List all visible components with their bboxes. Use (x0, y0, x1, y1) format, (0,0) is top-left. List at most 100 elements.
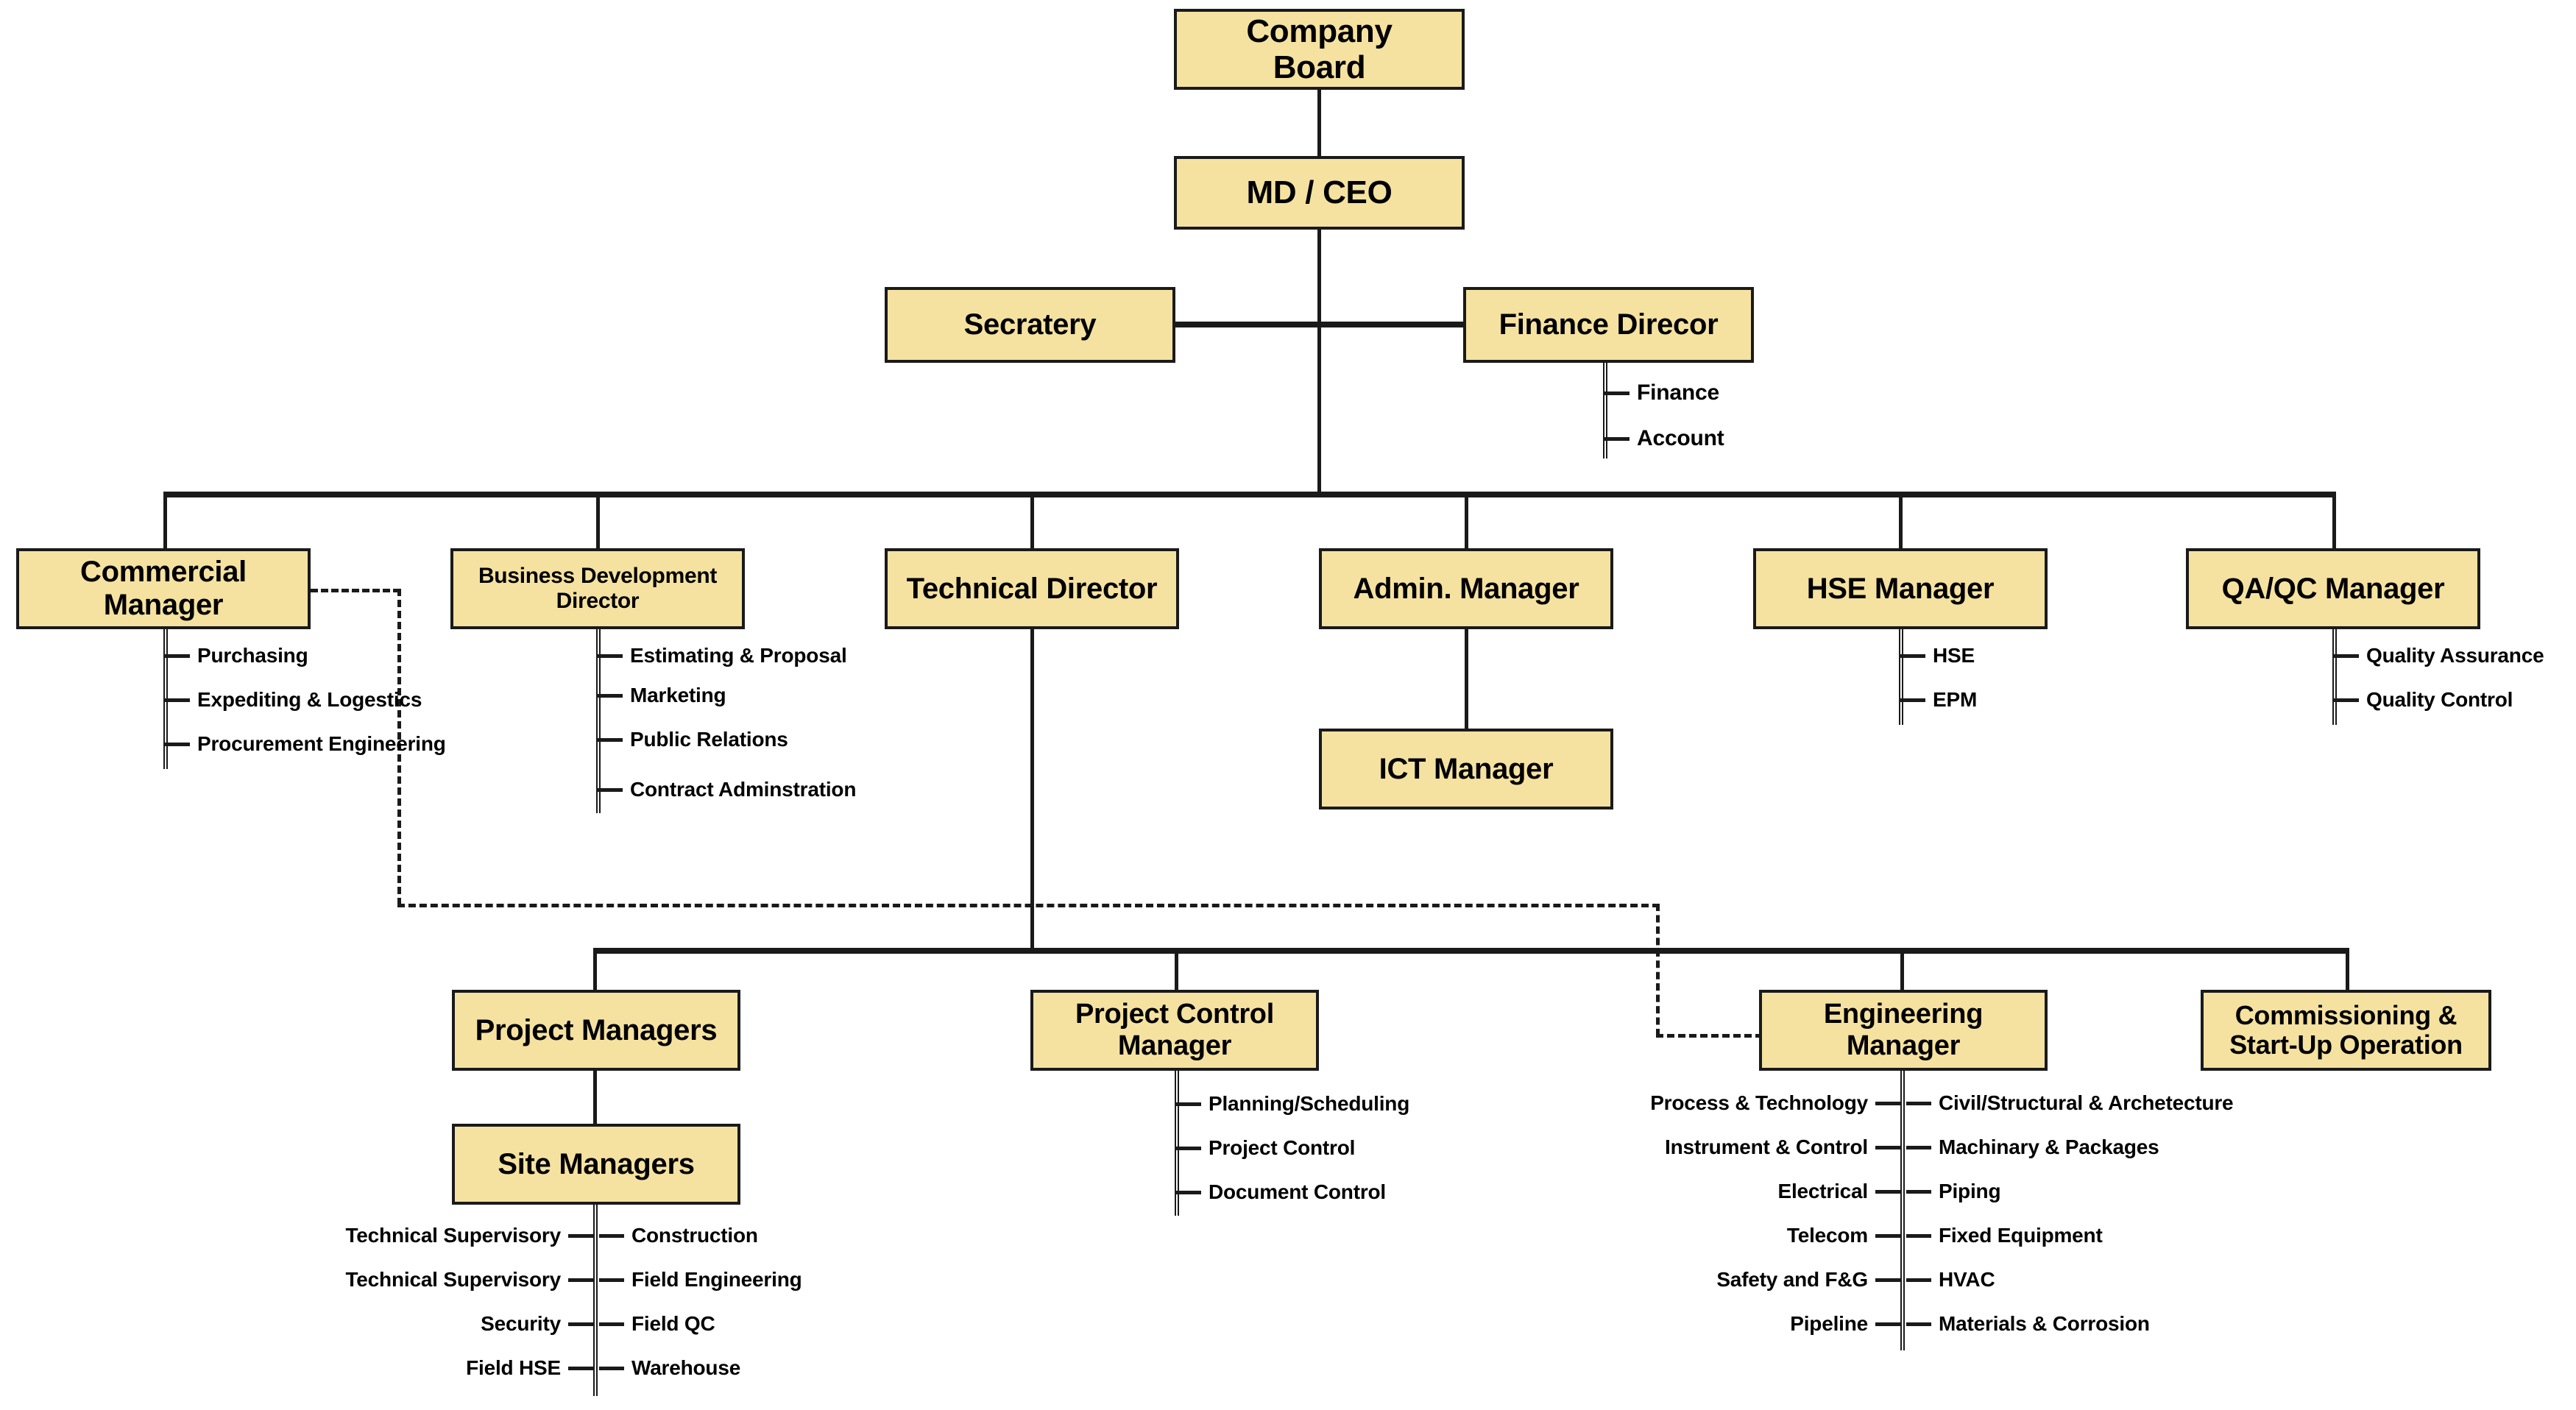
subtree-spine (1899, 629, 1903, 725)
dashed-connector-engineering-in (1656, 1034, 1774, 1038)
subitem-stub (598, 787, 623, 792)
subitem-stub (568, 1233, 593, 1238)
node-bizdev-line1: Business Development (478, 564, 718, 589)
node-commercial-manager-line1: Commercial (80, 556, 247, 589)
subitem-electrical[interactable]: Electrical (1532, 1180, 1900, 1203)
node-project-managers[interactable]: Project Managers (452, 990, 740, 1071)
subitem-finance[interactable]: Finance (1604, 380, 1719, 405)
subitem-label: Process & Technology (1650, 1091, 1868, 1114)
subitem-label: Technical Supervisory (345, 1268, 561, 1291)
subtree-spine (1900, 1071, 1905, 1350)
node-finance-director-label: Finance Direcor (1498, 308, 1719, 341)
subitem-process-technology[interactable]: Process & Technology (1532, 1091, 1900, 1115)
subitem-stub (599, 1366, 624, 1370)
node-hse-manager[interactable]: HSE Manager (1753, 548, 2048, 629)
node-md-ceo[interactable]: MD / CEO (1174, 156, 1465, 230)
subitem-fixed-equipment[interactable]: Fixed Equipment (1906, 1224, 2103, 1247)
subitem-purchasing[interactable]: Purchasing (165, 644, 308, 667)
subitem-planning-scheduling[interactable]: Planning/Scheduling (1176, 1092, 1409, 1116)
subtree-project-control-manager: Planning/Scheduling Project Control Docu… (1175, 1069, 1690, 1216)
connector-drop-project-control (1175, 948, 1178, 992)
node-engineering-manager-line2: Manager (1846, 1030, 1961, 1061)
subitem-warehouse[interactable]: Warehouse (599, 1356, 740, 1380)
subitem-quality-control[interactable]: Quality Control (2334, 688, 2513, 712)
subitem-field-qc[interactable]: Field QC (599, 1312, 715, 1336)
subitem-project-control[interactable]: Project Control (1176, 1136, 1355, 1160)
connector-drop-technical (1030, 492, 1034, 549)
node-company-board[interactable]: Company Board (1174, 9, 1465, 90)
node-qaqc-manager[interactable]: QA/QC Manager (2186, 548, 2480, 629)
subtree-finance-director: Finance Account (1603, 363, 1912, 458)
subitem-label: Warehouse (631, 1356, 741, 1379)
subitem-telecom[interactable]: Telecom (1532, 1224, 1900, 1247)
subitem-safety-fg[interactable]: Safety and F&G (1532, 1268, 1900, 1292)
subitem-field-engineering[interactable]: Field Engineering (599, 1268, 802, 1292)
node-secretary[interactable]: Secratery (885, 287, 1175, 363)
subitem-document-control[interactable]: Document Control (1176, 1180, 1386, 1204)
subitem-stub (1176, 1190, 1201, 1194)
subitem-field-hse[interactable]: Field HSE (152, 1356, 593, 1380)
subitem-procurement-engineering[interactable]: Procurement Engineering (165, 732, 446, 756)
subitem-technical-supervisory-2[interactable]: Technical Supervisory (152, 1268, 593, 1292)
subitem-label: HSE (1933, 644, 1975, 667)
connector-board-to-md (1317, 87, 1321, 160)
subitem-pipeline[interactable]: Pipeline (1532, 1312, 1900, 1336)
subitem-stub (1906, 1278, 1931, 1282)
connector-drop-commissioning (2346, 948, 2349, 992)
subitem-contract-administration[interactable]: Contract Adminstration (598, 778, 856, 801)
subitem-hvac[interactable]: HVAC (1906, 1268, 1995, 1292)
subitem-instrument-control[interactable]: Instrument & Control (1532, 1136, 1900, 1159)
subitem-civil-structural-architecture[interactable]: Civil/Structural & Archetecture (1906, 1091, 2234, 1115)
subitem-materials-corrosion[interactable]: Materials & Corrosion (1906, 1312, 2150, 1336)
node-engineering-manager[interactable]: Engineering Manager (1759, 990, 2048, 1071)
node-site-managers-label: Site Managers (498, 1147, 695, 1180)
subitem-label: Construction (631, 1224, 758, 1247)
subitem-epm[interactable]: EPM (1900, 688, 1977, 712)
subitem-stub (1875, 1278, 1900, 1282)
subitem-security[interactable]: Security (152, 1312, 593, 1336)
subitem-stub (2334, 653, 2359, 658)
node-commissioning-startup[interactable]: Commissioning & Start-Up Operation (2201, 990, 2491, 1071)
node-commercial-manager[interactable]: Commercial Manager (16, 548, 311, 629)
subtree-spine (596, 629, 601, 813)
subitem-technical-supervisory-1[interactable]: Technical Supervisory (152, 1224, 593, 1247)
node-business-development-director[interactable]: Business Development Director (450, 548, 745, 629)
subitem-stub (1900, 698, 1925, 702)
subitem-stub (1906, 1145, 1931, 1149)
subitem-piping[interactable]: Piping (1906, 1180, 2001, 1203)
subitem-public-relations[interactable]: Public Relations (598, 728, 788, 751)
subitem-stub (599, 1322, 624, 1326)
subitem-stub (165, 653, 190, 658)
node-project-control-line1: Project Control (1075, 999, 1274, 1030)
subitem-estimating-proposal[interactable]: Estimating & Proposal (598, 644, 847, 667)
node-site-managers[interactable]: Site Managers (452, 1124, 740, 1205)
subitem-label: EPM (1933, 688, 1978, 711)
node-admin-manager[interactable]: Admin. Manager (1319, 548, 1613, 629)
subitem-stub (1604, 391, 1630, 395)
subitem-machinery-packages[interactable]: Machinary & Packages (1906, 1136, 2159, 1159)
subitem-label: Technical Supervisory (345, 1224, 561, 1247)
subitem-stub (1176, 1102, 1201, 1106)
node-ict-manager[interactable]: ICT Manager (1319, 729, 1613, 809)
subitem-label: HVAC (1939, 1268, 1995, 1291)
node-technical-director[interactable]: Technical Director (885, 548, 1179, 629)
dashed-connector-commercial-down (397, 589, 401, 905)
subitem-quality-assurance[interactable]: Quality Assurance (2334, 644, 2544, 667)
subitem-expediting-logistics[interactable]: Expediting & Logestics (165, 688, 422, 712)
subitem-label: Piping (1939, 1180, 2001, 1202)
subitem-account[interactable]: Account (1604, 426, 1724, 451)
subitem-construction[interactable]: Construction (599, 1224, 758, 1247)
node-finance-director[interactable]: Finance Direcor (1463, 287, 1754, 363)
subitem-stub (568, 1278, 593, 1282)
subtree-site-managers (593, 1205, 601, 1396)
node-commissioning-line2: Start-Up Operation (2229, 1030, 2463, 1060)
subitem-label: Procurement Engineering (197, 732, 446, 755)
subtree-commercial-manager: Purchasing Expediting & Logestics Procur… (163, 629, 679, 769)
subitem-marketing[interactable]: Marketing (598, 684, 726, 707)
subitem-label: Document Control (1209, 1180, 1387, 1203)
connector-admin-to-ict (1465, 629, 1468, 732)
node-secretary-label: Secratery (963, 308, 1097, 341)
subitem-hse[interactable]: HSE (1900, 644, 1975, 667)
node-project-control-manager[interactable]: Project Control Manager (1030, 990, 1319, 1071)
